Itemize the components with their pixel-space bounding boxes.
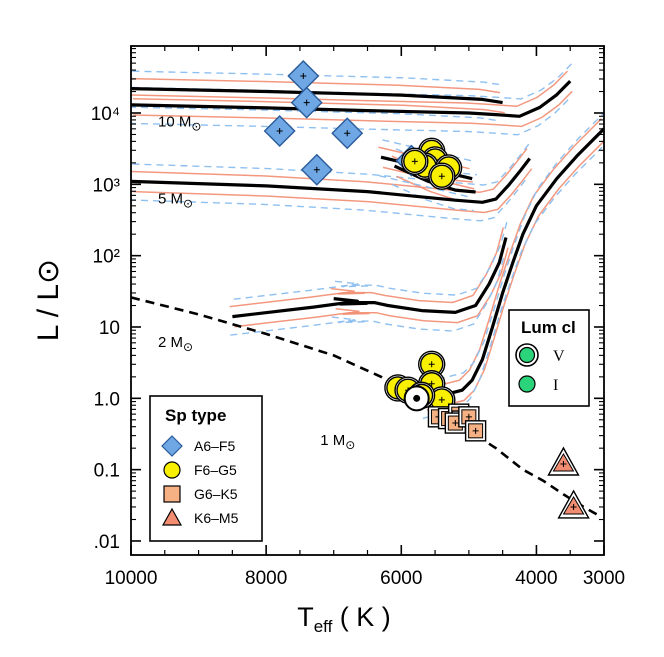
mass-label: 5 M⊙ — [158, 190, 193, 210]
sptype-legend-label: G6–K5 — [194, 486, 238, 502]
point-cross — [411, 158, 418, 165]
point-cross — [344, 130, 351, 137]
y-tick-label: 10⁴ — [91, 104, 120, 125]
circle-marker — [430, 164, 454, 188]
point-cross — [452, 420, 459, 427]
sptype-legend-label: A6–F5 — [194, 438, 235, 454]
diamond-marker — [287, 60, 320, 93]
series-triangle — [547, 446, 590, 519]
lumcl-legend-label: V — [553, 348, 565, 365]
dashed-track — [233, 219, 509, 300]
lumcl-legend-label: I — [553, 377, 558, 394]
dashed-track — [131, 99, 569, 136]
point-cross — [276, 127, 283, 134]
point-cross — [560, 461, 567, 468]
sun-dot — [413, 394, 421, 402]
dashed-track — [392, 183, 474, 212]
diamond-marker — [290, 86, 323, 119]
point-cross — [465, 413, 472, 420]
sptype-legend-label: K6–M5 — [194, 510, 239, 526]
legend-triangle — [161, 507, 183, 526]
point-cross — [300, 73, 307, 80]
track-10-m- — [131, 79, 572, 118]
triangle-marker — [557, 489, 590, 519]
lumcl-legend-marker-i — [518, 375, 536, 393]
point-cross — [313, 166, 320, 173]
dashed-track — [131, 176, 529, 222]
sptype-legend-entry: G6–K5 — [163, 485, 238, 503]
x-tick-label: 4000 — [515, 568, 557, 589]
square-marker — [464, 420, 487, 442]
diamond-marker — [300, 153, 333, 186]
dashed-track — [382, 139, 474, 162]
salmon-track — [234, 247, 509, 328]
y-axis-label: L / L⊙ — [32, 259, 65, 341]
sptype-legend-entry: A6–F5 — [161, 435, 235, 457]
legend-circle — [163, 461, 181, 479]
track-5-m- — [131, 157, 531, 204]
legend-diamond — [161, 435, 183, 457]
dashed-track — [131, 106, 501, 122]
axis-labels: 10 M⊙ 5 M⊙ 2 M⊙ 1 M⊙ 10000 8000 6000 4000 3000 .0… — [32, 104, 625, 636]
axis-ticks — [130, 46, 605, 555]
dashed-track — [426, 111, 604, 384]
series-square — [427, 403, 487, 442]
y-tick-label: 1.0 — [94, 389, 120, 410]
dashed-track — [335, 280, 369, 288]
diamond-marker — [263, 114, 296, 147]
dashed-track — [132, 70, 505, 86]
y-tick-label: 10 — [99, 318, 120, 339]
point-cross — [428, 361, 435, 368]
sptype-legend-entry: K6–M5 — [161, 507, 239, 526]
x-tick-label: 6000 — [380, 568, 422, 589]
y-tick-label: 10² — [93, 247, 120, 268]
salmon-track — [132, 98, 505, 114]
circle-marker — [403, 149, 427, 174]
track-2-m-hook — [333, 297, 368, 306]
point-cross — [303, 99, 310, 106]
point-cross — [472, 427, 479, 434]
sptype-legend-entry: F6–G5 — [163, 461, 237, 479]
lumcl-legend-marker-v — [518, 346, 536, 364]
point-cross — [570, 503, 577, 510]
dashed-track — [378, 175, 471, 198]
x-tick-label: 10000 — [105, 568, 158, 589]
point-cross — [438, 173, 445, 180]
triangle-marker — [547, 446, 580, 476]
point-cross — [428, 380, 435, 387]
y-tick-label: 0.1 — [94, 461, 120, 482]
sptype-legend-label: F6–G5 — [194, 462, 237, 478]
salmon-track — [131, 77, 501, 94]
salmon-track — [330, 287, 365, 295]
x-tick-label: 8000 — [245, 568, 287, 589]
legend-square — [163, 485, 181, 503]
dashed-track — [331, 316, 366, 324]
track-2-m- — [232, 237, 508, 319]
x-tick-label: 3000 — [583, 568, 625, 589]
y-tick-label: 10³ — [93, 175, 120, 196]
track-10-m-upper — [131, 87, 503, 105]
y-tick-label: .01 — [94, 532, 120, 553]
lumcl-legend-title: Lum cl — [521, 318, 576, 337]
salmon-track — [131, 148, 528, 194]
mass-label: 10 M⊙ — [158, 113, 201, 133]
salmon-track — [426, 139, 604, 411]
salmon-track — [132, 90, 573, 128]
track-1-m- — [424, 127, 604, 402]
sptype-legend-title: Sp type — [165, 406, 226, 425]
dashed-track — [230, 255, 505, 336]
data-points — [263, 60, 590, 519]
salmon-track — [132, 168, 533, 214]
x-axis-label: Teff ( K ) — [297, 602, 391, 636]
salmon-track — [422, 118, 602, 391]
mass-label: 1 M⊙ — [320, 432, 355, 452]
diamond-marker — [331, 117, 364, 150]
dashed-track — [132, 140, 532, 186]
salmon-track — [335, 308, 370, 315]
point-cross — [438, 396, 445, 403]
mass-label: 2 M⊙ — [158, 334, 193, 354]
